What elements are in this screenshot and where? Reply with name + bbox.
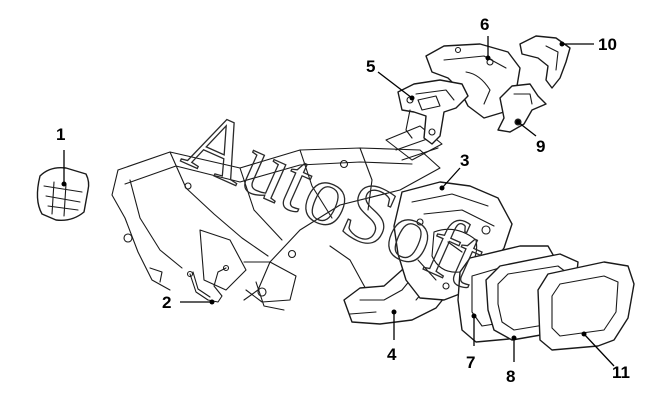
callout-2-label: 2 bbox=[162, 293, 171, 312]
callout-8-label: 8 bbox=[506, 367, 515, 386]
callout-3-label: 3 bbox=[460, 151, 469, 170]
callout-11: 11 bbox=[581, 331, 630, 382]
callout-9: 9 bbox=[515, 119, 545, 156]
callout-5: 5 bbox=[366, 57, 415, 101]
part-5-mounting-bracket bbox=[397, 79, 469, 145]
callout-7-label: 7 bbox=[466, 353, 475, 372]
part-9-bracket bbox=[497, 83, 547, 133]
callout-10: 10 bbox=[559, 35, 617, 54]
callout-4: 4 bbox=[387, 309, 397, 364]
part-1-cover bbox=[36, 166, 90, 222]
callout-1-label: 1 bbox=[56, 125, 65, 144]
callout-6-label: 6 bbox=[480, 15, 489, 34]
watermark-text: AutoSoft bbox=[172, 90, 499, 306]
callout-2: 2 bbox=[162, 293, 215, 312]
callout-9-label: 9 bbox=[536, 137, 545, 156]
callout-4-label: 4 bbox=[387, 345, 397, 364]
part-10-cap bbox=[519, 35, 571, 89]
callout-5-label: 5 bbox=[366, 57, 375, 76]
watermark: AutoSoft bbox=[171, 90, 500, 307]
callout-8: 8 bbox=[506, 335, 517, 386]
callout-7: 7 bbox=[466, 313, 477, 372]
callout-10-label: 10 bbox=[598, 35, 617, 54]
callout-6: 6 bbox=[480, 15, 491, 61]
callout-1: 1 bbox=[56, 125, 67, 187]
motorcycle-frame bbox=[111, 125, 443, 311]
part-2-wire-harness bbox=[186, 264, 230, 303]
callout-11-label: 11 bbox=[612, 363, 630, 382]
callout-3: 3 bbox=[439, 151, 469, 191]
part-11-lens bbox=[537, 261, 635, 351]
